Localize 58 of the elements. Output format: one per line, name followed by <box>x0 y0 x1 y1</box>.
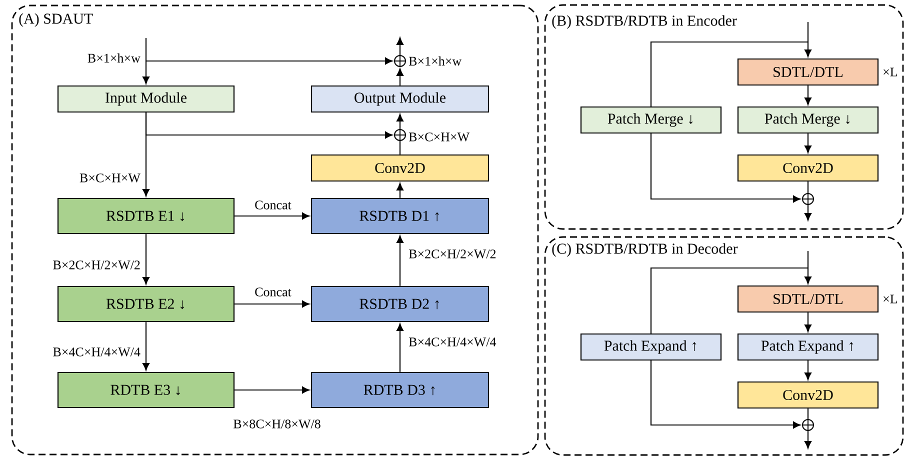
sum-symbol <box>802 193 814 205</box>
process-box: RDTB E3 ↓ <box>57 372 235 408</box>
edge-label: B×8C×H/8×W/8 <box>232 418 322 430</box>
arrow <box>650 134 801 202</box>
arrow <box>142 322 150 371</box>
arrow <box>396 68 404 86</box>
arrow <box>804 86 812 106</box>
arrow <box>804 431 812 449</box>
arrow <box>396 323 404 372</box>
process-box: RDTB D3 ↑ <box>310 372 490 408</box>
arrow <box>804 22 812 58</box>
arrow <box>234 300 310 308</box>
shape-label: ×L <box>884 294 898 304</box>
arrow <box>234 386 310 394</box>
edge-label: B×1×h×w <box>86 52 142 64</box>
arrow <box>804 134 812 154</box>
arrow <box>146 58 393 64</box>
edge-label: Concat <box>254 200 292 210</box>
process-box: RSDTB D2 ↑ <box>310 286 490 322</box>
sum-symbol <box>802 419 814 431</box>
edge-label: B×4C×H/4×W/4 <box>408 336 498 348</box>
arrow <box>396 182 404 198</box>
process-box: SDTL/DTL <box>737 58 879 86</box>
process-box: RSDTB E2 ↓ <box>57 286 235 322</box>
process-box: RSDTB E1 ↓ <box>57 198 235 234</box>
arrow <box>804 205 812 221</box>
edge-label: B×2C×H/2×W/2 <box>408 248 498 260</box>
edge-label: Concat <box>254 286 292 298</box>
process-box: Conv2D <box>737 154 879 182</box>
sum-symbol <box>394 55 406 67</box>
sum-symbol <box>394 129 406 141</box>
arrow <box>142 234 150 285</box>
process-box: Patch Expand ↑ <box>580 333 722 361</box>
edge-label: B×4C×H/4×W/4 <box>52 346 142 358</box>
process-box: Input Module <box>57 85 235 113</box>
process-box: Conv2D <box>737 381 879 409</box>
edge-label: B×C×H×W <box>78 172 142 184</box>
shape-label: ×L <box>884 68 898 76</box>
process-box: Conv2D <box>310 154 490 182</box>
arrow <box>145 112 393 138</box>
arrow <box>804 312 812 332</box>
arrow <box>804 251 812 284</box>
arrow <box>396 235 404 286</box>
process-box: Patch Merge ↓ <box>580 106 722 134</box>
shape-label: B×C×H×W <box>408 132 470 142</box>
arrow <box>650 360 801 428</box>
process-box: Output Module <box>310 85 490 113</box>
process-box: Patch Expand ↑ <box>737 333 879 361</box>
edge-label: B×2C×H/2×W/2 <box>52 260 142 270</box>
arrow <box>804 360 812 380</box>
process-box: Patch Merge ↓ <box>737 106 879 134</box>
arrow <box>142 38 150 84</box>
arrow <box>396 37 404 55</box>
arrow <box>396 114 404 129</box>
arrow <box>234 212 310 220</box>
shape-label: B×1×h×w <box>408 56 462 66</box>
process-box: RSDTB D1 ↑ <box>310 198 490 234</box>
process-box: SDTL/DTL <box>737 285 879 313</box>
